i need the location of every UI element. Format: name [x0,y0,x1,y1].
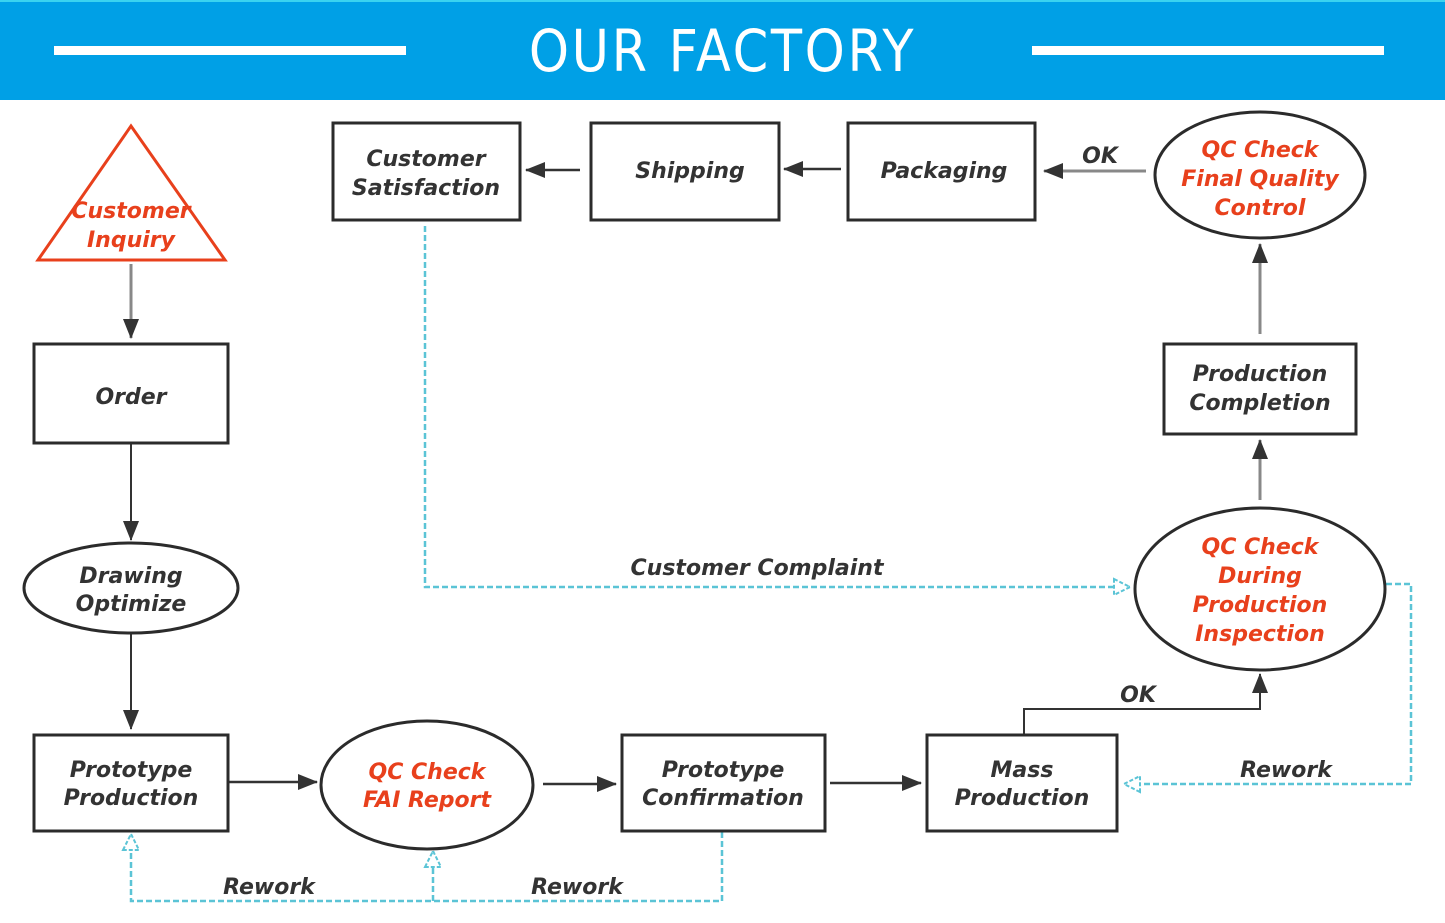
label-customer-complaint: Customer Complaint [631,556,885,581]
node-drawing-optimize: Drawing Optimize [22,541,240,635]
node-qc-during-production: QC Check During Production Inspection [1133,506,1387,672]
node-label-line: Mass [991,758,1054,783]
node-label-line: Confirmation [642,786,804,811]
node-label-line: Production [955,786,1090,811]
node-packaging: Packaging [846,121,1037,222]
node-label-line: QC Check [1202,535,1320,560]
ellipse-shape [22,541,240,635]
node-order: Order [32,342,230,445]
node-label-line: Order [95,385,167,410]
node-mass-production: Mass Production [925,733,1119,833]
edges-solid [123,161,1268,792]
page-title: OUR FACTORY [528,17,917,85]
edge-rework-qc-to-mass [1124,582,1413,784]
node-label-line: Customer [366,147,486,172]
node-label-line: Control [1215,196,1306,221]
edge-labels: OK OK Customer Complaint Rework Rework R… [223,144,1333,900]
label-rework-proto: Rework [223,875,316,900]
node-production-completion: Production Completion [1162,342,1358,436]
node-label-line: Production [1193,593,1328,618]
label-ok-mass: OK [1120,683,1158,708]
node-label-line: QC Check [369,760,487,785]
node-prototype-confirmation: Prototype Confirmation [620,733,827,833]
header-rule-right [1032,46,1384,55]
ellipse-shape [319,719,535,851]
ellipse-shape [1153,110,1367,240]
node-label-line: Satisfaction [352,176,500,201]
node-label-line: Inquiry [87,228,177,253]
rect-shape [331,121,522,222]
edge-mass-to-qc-during [1023,673,1268,734]
node-label-line: Customer [71,199,191,224]
edge-rework-confirmation-to-prototype [131,832,724,903]
node-qc-fai-report: QC Check FAI Report [319,719,535,851]
rect-shape [846,121,1037,222]
node-label-line: Inspection [1195,622,1325,647]
rect-shape [1162,342,1358,436]
rect-shape [925,733,1119,833]
rect-shape [589,121,781,222]
header-banner: OUR FACTORY [0,0,1445,100]
triangle-shape [35,123,228,262]
node-shipping: Shipping [589,121,781,222]
node-label-line: Prototype [70,758,193,783]
node-label-line: Optimize [76,592,187,617]
label-ok-final: OK [1082,144,1120,169]
node-label-line: Final Quality [1181,167,1340,192]
node-label-line: Drawing [79,564,182,589]
node-qc-final-quality: QC Check Final Quality Control [1153,110,1367,240]
node-label-line: Completion [1189,391,1330,416]
rect-shape [620,733,827,833]
node-label-line: Production [1193,362,1328,387]
node-label-line: Shipping [635,159,745,184]
node-prototype-production: Prototype Production [32,733,230,833]
header-rule-left [54,46,406,55]
label-rework-fai: Rework [531,875,624,900]
node-label-line: Packaging [881,159,1008,184]
label-rework-mass: Rework [1240,758,1333,783]
edge-customer-complaint [423,226,1130,587]
node-label-line: QC Check [1202,138,1320,163]
ellipse-shape [1133,506,1387,672]
node-label-line: Prototype [662,758,785,783]
node-label-line: During [1218,564,1302,589]
rect-shape [32,733,230,833]
edges-dashed [131,226,1413,903]
node-label-line: Production [64,786,199,811]
node-label-line: FAI Report [363,788,493,813]
node-customer-satisfaction: Customer Satisfaction [331,121,522,222]
rect-shape [32,342,230,445]
node-customer-inquiry: Customer Inquiry [35,123,228,262]
